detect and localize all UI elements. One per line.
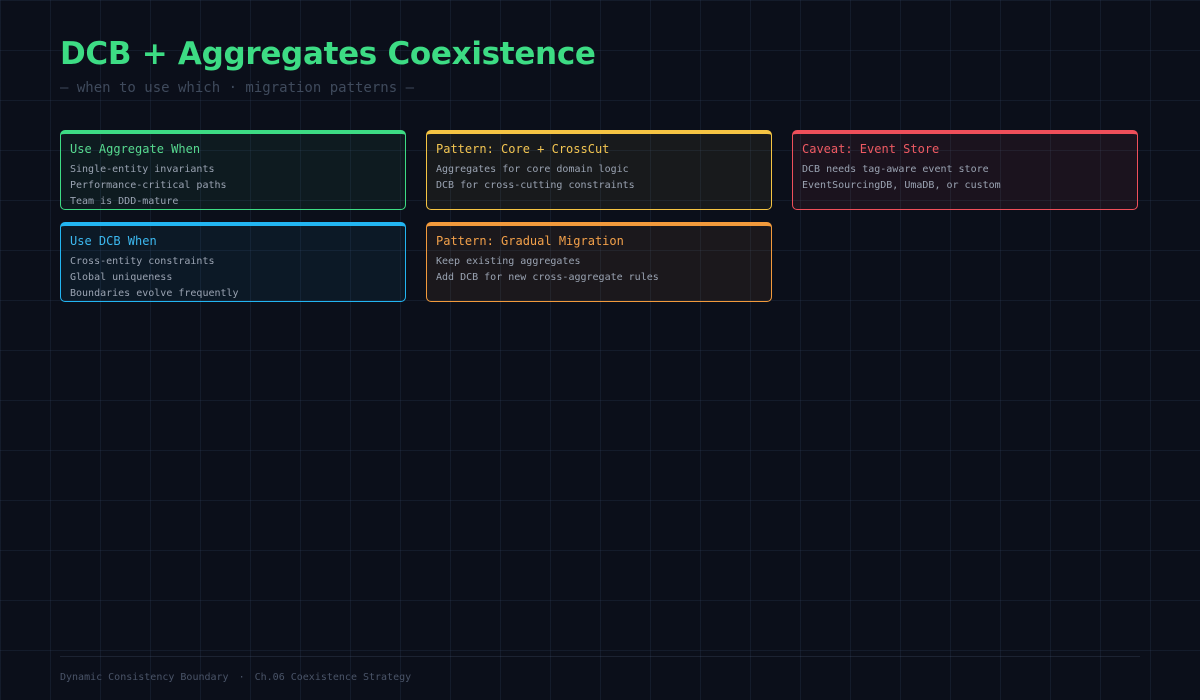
page-subtitle: — when to use which · migration patterns…: [60, 80, 415, 96]
card-pattern-gradual-migration: Pattern: Gradual Migration Keep existing…: [426, 222, 772, 302]
card-title: Pattern: Core + CrossCut: [436, 142, 610, 156]
card-title: Caveat: Event Store: [802, 142, 940, 156]
card-title: Pattern: Gradual Migration: [436, 234, 624, 248]
card-use-dcb: Use DCB When Cross-entity constraints Gl…: [60, 222, 406, 302]
card-line: DCB for cross-cutting constraints: [436, 180, 635, 191]
card-line: EventSourcingDB, UmaDB, or custom: [802, 180, 1001, 191]
footer-separator: ·: [238, 672, 245, 683]
card-pattern-core-crosscut: Pattern: Core + CrossCut Aggregates for …: [426, 130, 772, 210]
card-line: Boundaries evolve frequently: [70, 288, 239, 299]
card-caveat-event-store: Caveat: Event Store DCB needs tag-aware …: [792, 130, 1138, 210]
page-title: DCB + Aggregates Coexistence: [60, 36, 596, 72]
card-line: Team is DDD-mature: [70, 196, 179, 207]
card-title: Use DCB When: [70, 234, 157, 248]
card-line: Cross-entity constraints: [70, 256, 215, 267]
card-title: Use Aggregate When: [70, 142, 201, 156]
card-line: DCB needs tag-aware event store: [802, 164, 989, 175]
footer: Dynamic Consistency Boundary · Ch.06 Coexi…: [60, 672, 411, 683]
footer-left-text: Dynamic Consistency Boundary: [60, 672, 229, 683]
card-use-aggregate: Use Aggregate When Single-entity invaria…: [60, 130, 406, 210]
footer-divider: [60, 656, 1140, 657]
card-line: Global uniqueness: [70, 272, 173, 283]
card-line: Performance-critical paths: [70, 180, 227, 191]
card-line: Aggregates for core domain logic: [436, 164, 629, 175]
card-line: Add DCB for new cross-aggregate rules: [436, 272, 659, 283]
card-line: Keep existing aggregates: [436, 256, 581, 267]
card-line: Single-entity invariants: [70, 164, 215, 175]
footer-right-text: Ch.06 Coexistence Strategy: [254, 672, 412, 683]
